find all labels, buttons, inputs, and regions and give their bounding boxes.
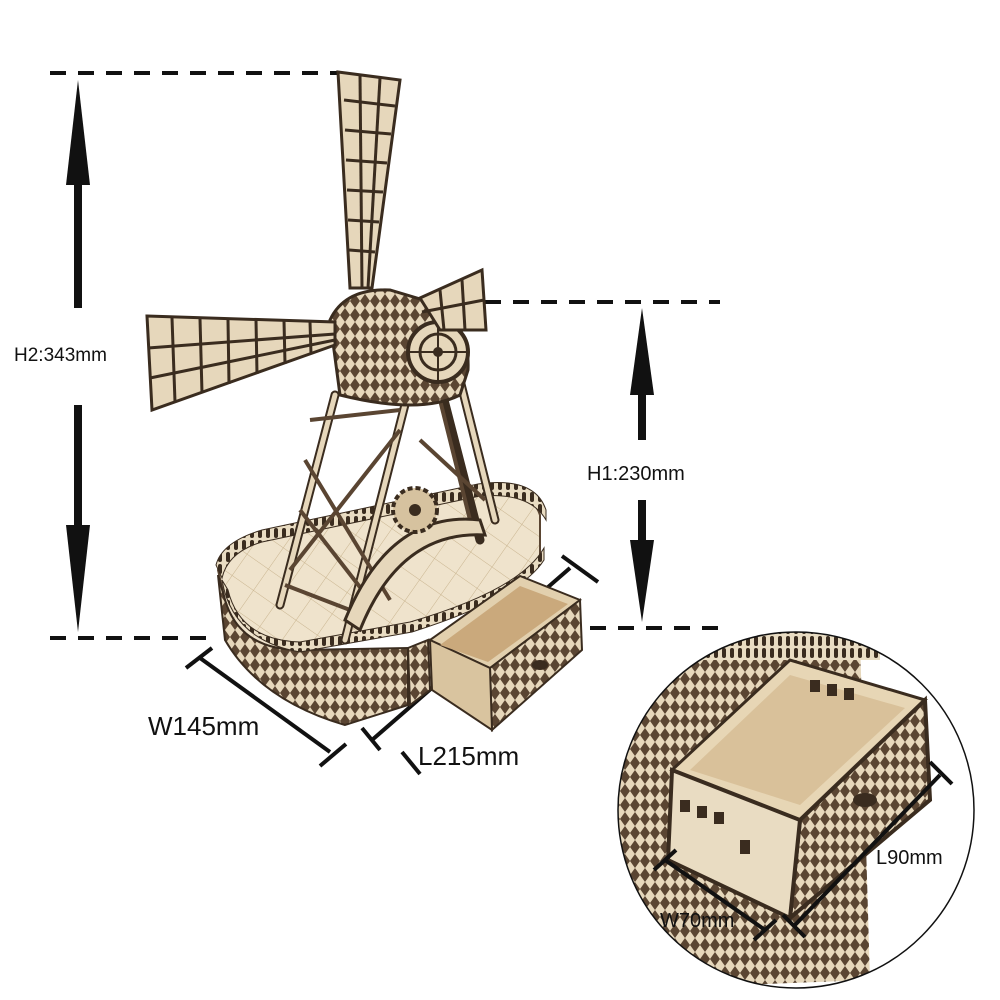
tower-arch xyxy=(343,517,488,633)
base-side-wall xyxy=(406,638,432,707)
dimension-lines xyxy=(50,71,720,640)
blade-right xyxy=(417,267,488,332)
h1-arrow xyxy=(630,308,654,622)
base-fence xyxy=(215,481,547,580)
width-label: W145mm xyxy=(148,711,260,741)
windmill-model xyxy=(145,70,584,733)
base-fence-front xyxy=(221,546,545,653)
blade-left xyxy=(145,314,337,413)
blade-top xyxy=(336,70,402,290)
height-h2-label: H2:343mm xyxy=(14,345,107,366)
drawer-length-label: L90mm xyxy=(876,847,943,869)
length-label: L215mm xyxy=(418,741,520,771)
h2-arrow xyxy=(66,80,90,632)
height-h1-label: H1:230mm xyxy=(587,463,685,485)
drawer xyxy=(428,574,584,733)
drawer-detail-inset xyxy=(617,631,975,989)
drawer-width-label: W70mm xyxy=(660,910,735,932)
